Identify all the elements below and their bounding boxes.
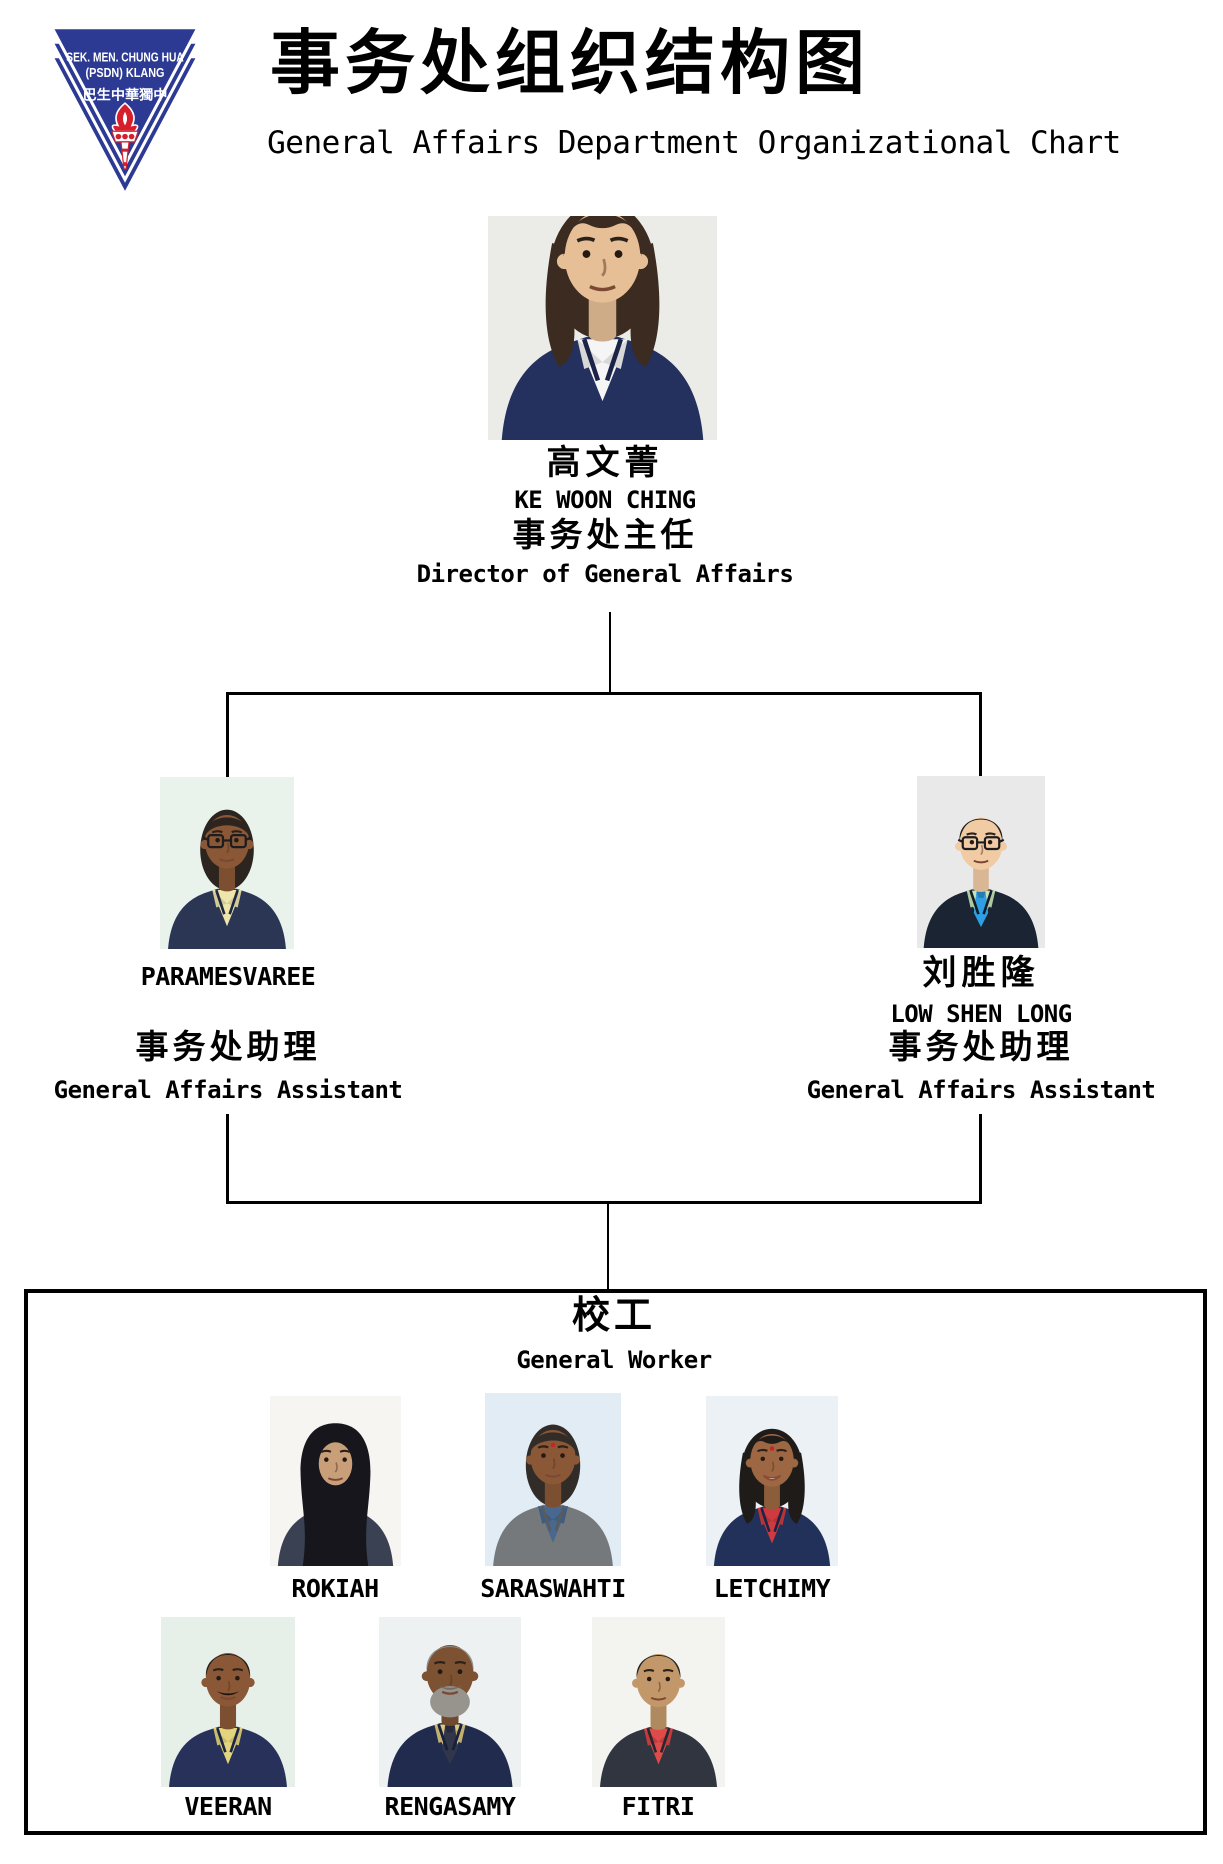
connector-workers-crossbar	[226, 1201, 982, 1204]
worker-name: FITRI	[621, 1792, 695, 1821]
logo-school-name-cjk: 巴生中華獨中	[83, 87, 168, 104]
page-title-en: General Affairs Department Organizationa…	[267, 125, 1121, 161]
assistant-right-role-en: General Affairs Assistant	[806, 1076, 1156, 1104]
connector-rise-left	[226, 1114, 229, 1204]
photo-rokiah	[270, 1396, 401, 1566]
director-name-cjk: 高文菁	[546, 443, 664, 483]
worker-name: VEERAN	[184, 1792, 272, 1821]
photo-rengasamy	[379, 1617, 521, 1787]
worker-name: SARASWAHTI	[480, 1574, 626, 1603]
worker-name: RENGASAMY	[384, 1792, 516, 1821]
photo-ke-woon-ching	[488, 216, 717, 440]
connector-drop-right-assistant	[979, 692, 982, 777]
assistant-left-role-en: General Affairs Assistant	[53, 1076, 403, 1104]
photo-saraswahti	[485, 1393, 621, 1566]
logo-school-name-line1: SEK. MEN. CHUNG HUA	[66, 50, 183, 65]
photo-fitri	[592, 1617, 725, 1787]
school-crest-icon: SEK. MEN. CHUNG HUA (PSDN) KLANG 巴生中華獨中	[49, 26, 201, 198]
connector-assistants-crossbar	[226, 692, 982, 695]
connector-workers-stem	[607, 1204, 609, 1289]
worker-section-title-en: General Worker	[516, 1346, 712, 1374]
worker-name: LETCHIMY	[713, 1574, 831, 1603]
director-role-en: Director of General Affairs	[416, 560, 794, 588]
worker-section-title-cjk: 校工	[571, 1292, 657, 1337]
connector-drop-left-assistant	[226, 692, 229, 777]
connector-rise-right	[979, 1114, 982, 1204]
torch-icon	[111, 102, 139, 170]
logo-school-name-line2: (PSDN) KLANG	[86, 65, 165, 80]
photo-veeran	[161, 1617, 295, 1787]
assistant-right-name-en: LOW SHEN LONG	[890, 1000, 1072, 1028]
director-name-en: KE WOON CHING	[514, 486, 696, 514]
school-logo: SEK. MEN. CHUNG HUA (PSDN) KLANG 巴生中華獨中	[44, 22, 206, 198]
assistant-right-name-cjk: 刘胜隆	[922, 953, 1040, 993]
connector-director-stem	[609, 612, 611, 693]
director-role-cjk: 事务处主任	[512, 515, 698, 554]
assistant-left-name: PARAMESVAREE	[140, 962, 316, 991]
assistant-left-role-cjk: 事务处助理	[135, 1027, 321, 1066]
photo-low-shen-long	[917, 776, 1045, 948]
worker-name: ROKIAH	[291, 1574, 379, 1603]
photo-letchimy	[706, 1396, 838, 1566]
assistant-right-role-cjk: 事务处助理	[888, 1027, 1074, 1066]
page-title-cjk: 事务处组织结构图	[270, 21, 870, 104]
photo-paramesvaree	[160, 777, 294, 949]
